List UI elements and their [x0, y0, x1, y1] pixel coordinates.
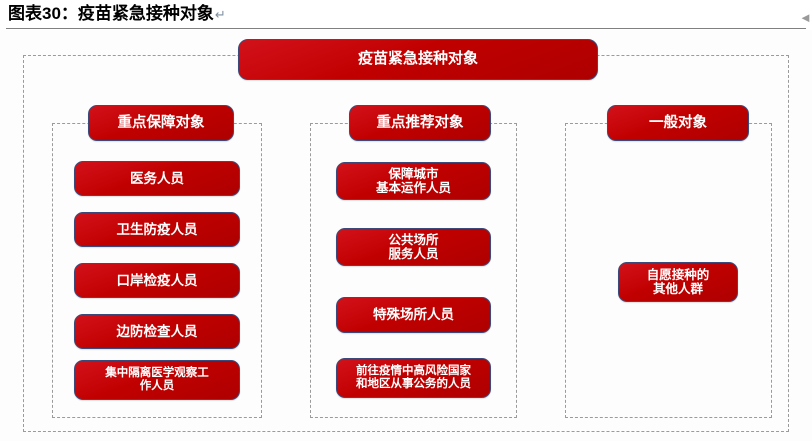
node-label: 重点推荐对象 [376, 114, 464, 131]
node-label: 自愿接种的其他人群 [646, 268, 710, 296]
node-label: 集中隔离医学观察工作人员 [105, 367, 209, 392]
diagram-canvas: 疫苗紧急接种对象 重点保障对象 重点推荐对象 一般对象 医务人员 卫生防疫人员 … [0, 30, 812, 441]
node-item: 医务人员 [74, 161, 240, 196]
node-label: 特殊场所人员 [373, 307, 454, 323]
node-item: 集中隔离医学观察工作人员 [74, 360, 240, 400]
node-column-header-key-recommended: 重点推荐对象 [349, 105, 491, 141]
node-label: 口岸检疫人员 [116, 272, 198, 288]
page-title: 图表30：疫苗紧急接种对象↵ [8, 2, 226, 27]
node-label: 医务人员 [130, 170, 184, 186]
node-item: 口岸检疫人员 [74, 263, 240, 298]
node-label: 重点保障对象 [117, 114, 205, 131]
node-label: 保障城市基本运作人员 [375, 167, 451, 195]
node-master-label: 疫苗紧急接种对象 [357, 50, 478, 68]
paragraph-mark-icon: ↵ [214, 6, 226, 22]
node-column-header-general: 一般对象 [607, 105, 749, 141]
node-item: 保障城市基本运作人员 [336, 162, 491, 200]
node-item: 特殊场所人员 [336, 297, 491, 333]
title-divider [6, 28, 806, 29]
node-item: 边防检查人员 [74, 314, 240, 349]
figure-title-row: 图表30：疫苗紧急接种对象↵ ◄ [0, 0, 812, 30]
node-item: 前往疫情中高风险国家和地区从事公务的人员 [336, 358, 491, 398]
node-label: 边防检查人员 [116, 323, 198, 339]
node-label: 前往疫情中高风险国家和地区从事公务的人员 [356, 365, 471, 390]
node-master: 疫苗紧急接种对象 [238, 39, 598, 80]
node-label: 一般对象 [649, 114, 707, 131]
node-column-header-key-guarantee: 重点保障对象 [88, 105, 234, 141]
chevron-left-icon: ◄ [799, 12, 811, 24]
node-item: 卫生防疫人员 [74, 212, 240, 247]
node-item: 公共场所服务人员 [336, 228, 491, 266]
node-item: 自愿接种的其他人群 [618, 262, 738, 302]
node-label: 卫生防疫人员 [116, 221, 198, 237]
node-label: 公共场所服务人员 [388, 233, 439, 261]
figure-title-text: 图表30：疫苗紧急接种对象 [8, 4, 214, 23]
